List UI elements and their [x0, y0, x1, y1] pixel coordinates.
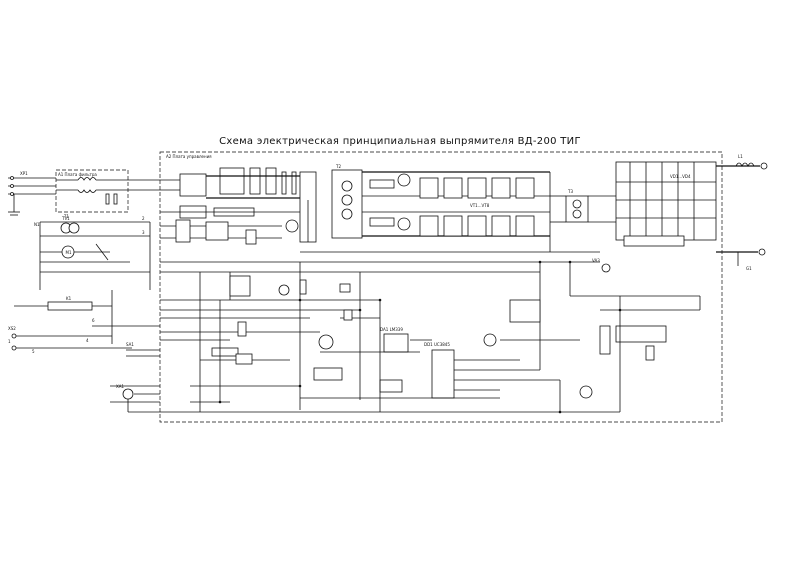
board-a1-outline [55, 169, 129, 213]
board-a2-label: А2 Плата управления [166, 154, 212, 159]
label-m1: M1 [66, 250, 72, 255]
control-section: DD1 UC3845 DA1 LM339 [160, 258, 701, 414]
label-t3: T3 [567, 189, 573, 194]
input-section: XP1 TV1 M1 [8, 171, 230, 413]
label-dd1: DD1 UC3845 [424, 342, 450, 347]
label-n1: N1 [34, 222, 40, 227]
label-sa1: SA1 [126, 342, 134, 347]
pin-2: 2 [142, 216, 145, 221]
label-xa1: XA1 [116, 384, 124, 389]
pin-6: 6 [92, 318, 95, 323]
label-t2: T2 [335, 164, 341, 169]
output-rectifier: VD1...VD4 L1 G1 [615, 154, 768, 271]
label-k1: K1 [66, 296, 72, 301]
diagram-title: Схема электрическая принципиальная выпря… [219, 136, 581, 147]
pin-4: 4 [86, 338, 89, 343]
pin-5: 5 [32, 349, 35, 354]
label-xp1: XP1 [20, 171, 28, 176]
pin-1: 1 [8, 339, 11, 344]
pin-3: 3 [142, 230, 145, 235]
label-g1: G1 [746, 266, 752, 271]
label-vt-keys: VT1...VT8 [470, 203, 490, 208]
input-bridge: T1 2 3 N1 [34, 167, 300, 245]
board-a2-outline [159, 151, 723, 423]
inverter-section: T2 VT1...VT8 T3 [299, 164, 616, 253]
label-xs2: XS2 [8, 326, 16, 331]
board-a1-label: А1 Плата фильтра [58, 172, 97, 177]
label-vd-bridge: VD1...VD4 [670, 174, 691, 179]
label-tv1: TV1 [61, 216, 70, 221]
label-l1: L1 [738, 154, 743, 159]
label-da1: DA1 LM339 [380, 327, 403, 332]
label-t1: T1 [63, 214, 69, 219]
label-va3: VA3 [592, 258, 600, 263]
